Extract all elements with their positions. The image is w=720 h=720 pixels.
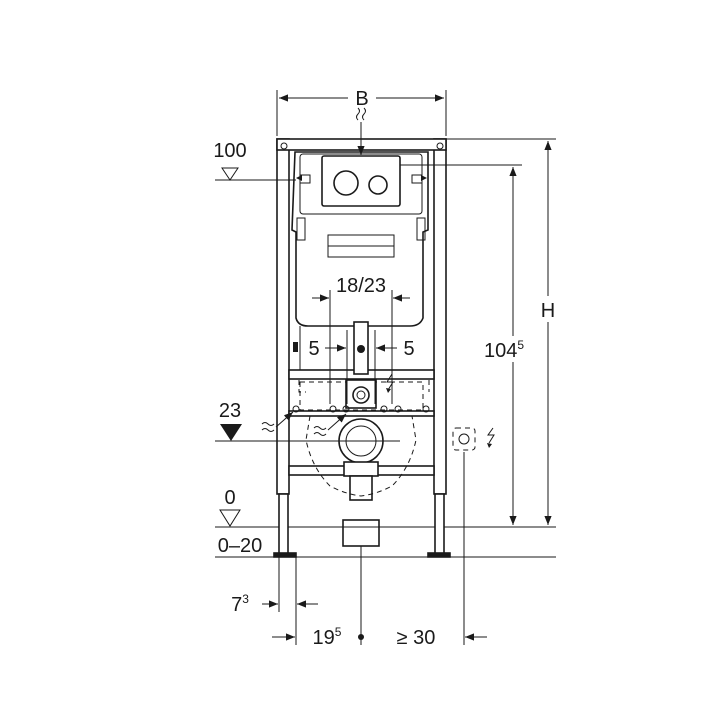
level-floor-label: 0: [224, 487, 235, 509]
level-floor-marker: [219, 509, 241, 527]
dimension-width: [276, 90, 447, 136]
offset-left-label: 5: [308, 338, 319, 360]
level-range-label: 0–20: [218, 535, 263, 557]
level-top-marker: [215, 167, 296, 181]
level-mid-label: 23: [219, 400, 241, 422]
dimension-height: [446, 138, 556, 525]
height-label: H: [541, 300, 555, 322]
socket-icon: [452, 427, 495, 451]
electrical-icon: [386, 373, 394, 393]
axis-offset-label: 195: [313, 625, 342, 649]
floor-lines: [215, 526, 556, 558]
dimension-frame-height: [400, 164, 522, 525]
wc-pan-outline: [305, 415, 417, 497]
dimension-leg-offset: [262, 555, 318, 645]
clearance-label: ≥ 30: [397, 627, 436, 649]
dimension-clearance: [463, 452, 487, 645]
cistern: [291, 151, 429, 375]
offset-right-label: 5: [403, 338, 414, 360]
inlet-spacing-label: 18/23: [336, 275, 386, 297]
level-mid-marker: [215, 424, 400, 442]
water-supply-icon: [261, 107, 366, 436]
dimension-offsets: [325, 330, 397, 404]
frame-height-label: 1045: [484, 338, 524, 362]
leg-offset-label: 73: [231, 592, 249, 616]
dimension-axis-offset: [272, 546, 364, 645]
dimension-inlet-spacing: [312, 290, 410, 404]
width-label: B: [355, 88, 368, 110]
level-top-label: 100: [213, 140, 246, 162]
